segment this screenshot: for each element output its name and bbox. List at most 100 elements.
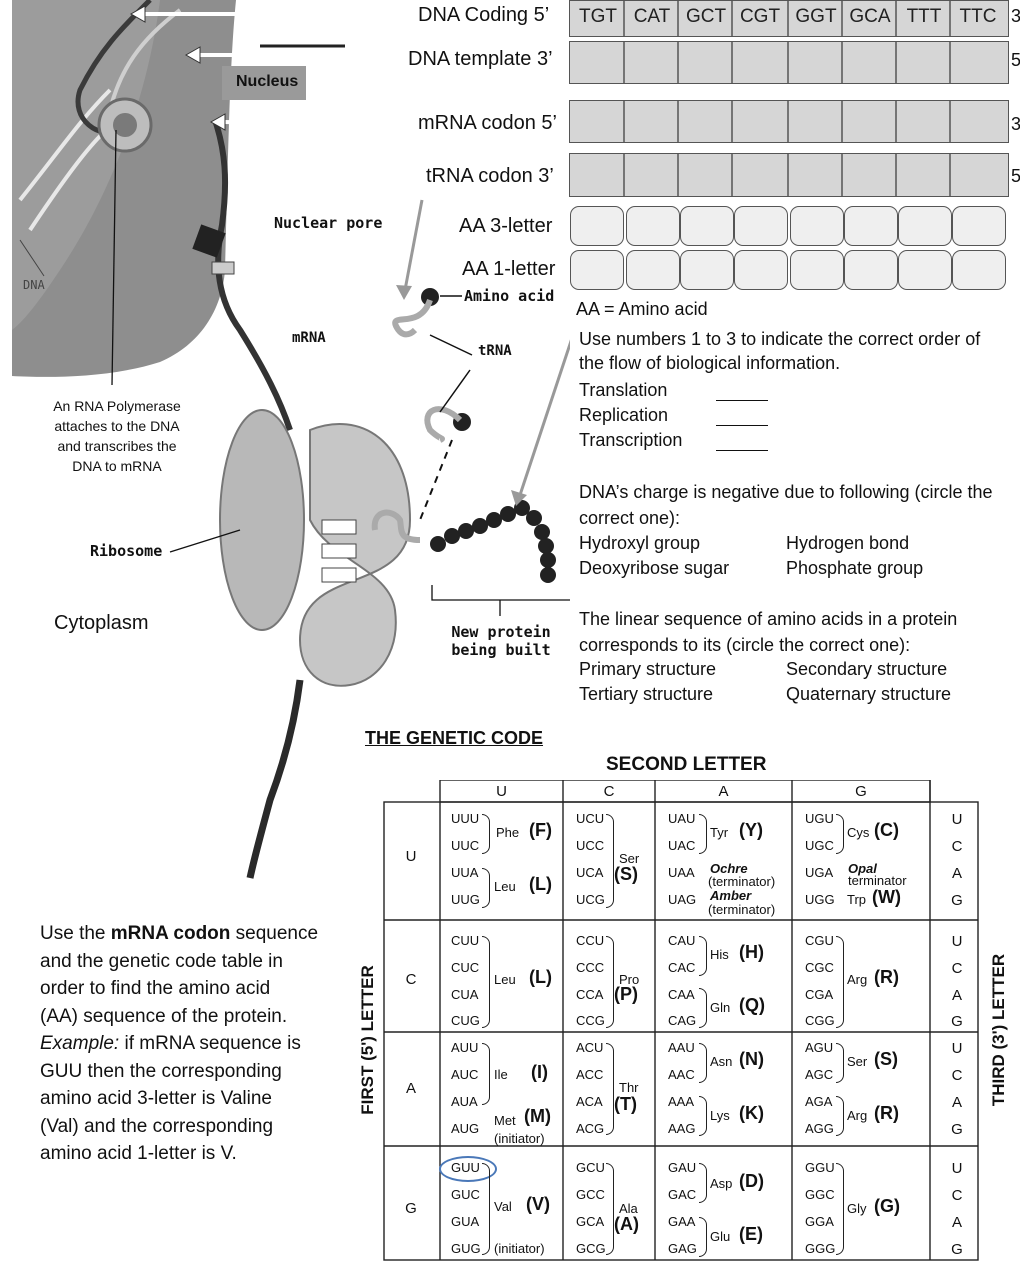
codon: GAC [668, 1187, 697, 1202]
q2-option[interactable]: Phosphate group [786, 558, 924, 578]
bracket [606, 1163, 614, 1255]
codon: GUU [451, 1160, 480, 1175]
q3-option[interactable]: Tertiary structure [579, 684, 714, 704]
bracket [482, 814, 490, 854]
bracket [836, 1096, 844, 1136]
codon: ACU [576, 1040, 604, 1055]
aa1-box[interactable] [680, 250, 734, 290]
aa3-box[interactable] [844, 206, 898, 246]
aa-name: Pro [619, 972, 640, 987]
q3-option[interactable]: Quaternary structure [786, 684, 952, 704]
codon: AAG [668, 1121, 696, 1136]
aa1-box[interactable] [790, 250, 844, 290]
aa-code: (L) [529, 874, 552, 894]
aa3-box[interactable] [680, 206, 734, 246]
bracket [482, 1163, 490, 1255]
codon: UCU [576, 811, 605, 826]
aa-name: Ser [619, 851, 640, 866]
aa-name: Phe [496, 825, 520, 840]
aa-name: Asp [710, 1176, 733, 1191]
mrna-codon-row[interactable] [569, 100, 1009, 143]
codon: CCG [576, 1013, 605, 1028]
nucleus-label: Nucleus [236, 73, 299, 90]
q3-option[interactable]: Secondary structure [786, 659, 948, 679]
aa3-box[interactable] [570, 206, 624, 246]
third-letter: A [951, 987, 962, 1004]
mrna-codon-end: 3 [1011, 114, 1020, 134]
answer-blank[interactable] [716, 425, 768, 426]
dna-template-end: 5 [1011, 50, 1020, 70]
q2-option[interactable]: Hydroxyl group [579, 533, 701, 553]
aa1-box[interactable] [844, 250, 898, 290]
q2-option[interactable]: Hydrogen bond [786, 533, 910, 553]
answer-row-dividers [623, 41, 951, 197]
dna-template-row[interactable] [569, 41, 1009, 84]
codon: GAG [668, 1241, 697, 1256]
q3-option[interactable]: Primary structure [579, 659, 717, 679]
aa3-box[interactable] [898, 206, 952, 246]
aa1-box[interactable] [734, 250, 788, 290]
codon: GCU [576, 1160, 605, 1175]
codon: CAU [668, 933, 696, 948]
stop-label: terminator [848, 873, 907, 888]
aa-code: (E) [739, 1224, 763, 1244]
col-header-a: A [718, 783, 729, 800]
aa3-box[interactable] [734, 206, 788, 246]
aa-code: (A) [614, 1214, 639, 1234]
aa-code: (W) [872, 887, 901, 907]
q1-prompt-line1: Use numbers 1 to 3 to indicate the corre… [579, 329, 981, 349]
third-letter: U [951, 1160, 963, 1177]
aa-code: (T) [614, 1094, 637, 1114]
aa3-box[interactable] [952, 206, 1006, 246]
third-letter: G [951, 1013, 963, 1030]
trna-codon-row[interactable] [569, 153, 1009, 197]
q2-prompt-line1: DNA’s charge is negative due to followin… [579, 482, 993, 502]
bracket [606, 814, 614, 908]
q2-option[interactable]: Deoxyribose sugar [579, 558, 730, 578]
codon: UCC [576, 838, 605, 853]
dna-label: DNA [23, 278, 45, 292]
codon: AGG [805, 1121, 834, 1136]
second-letter-heading: SECOND LETTER [606, 754, 767, 775]
codon: ACG [576, 1121, 605, 1136]
aa-code: (Y) [739, 820, 763, 840]
aa-code: (C) [874, 820, 899, 840]
codon: UUA [451, 865, 479, 880]
aa1-box[interactable] [626, 250, 680, 290]
aa-name: Asn [710, 1054, 733, 1069]
aa1-box[interactable] [570, 250, 624, 290]
stop-name: Amber [710, 888, 752, 903]
aa-name: Cys [847, 825, 870, 840]
aa-code: (M) [524, 1106, 551, 1126]
aa-name: Gln [710, 1000, 731, 1015]
dna-coding-row [569, 0, 1009, 37]
codon: GGG [805, 1241, 836, 1256]
codon: CGU [805, 933, 834, 948]
dna-codon: CAT [633, 6, 671, 27]
aa-name: Leu [494, 879, 516, 894]
stop-label: (terminator) [708, 874, 776, 889]
aa-name: Trp [847, 892, 867, 907]
aa3-box[interactable] [790, 206, 844, 246]
aa-code: (G) [874, 1196, 900, 1216]
aa1-box[interactable] [952, 250, 1006, 290]
bracket [482, 936, 490, 1028]
aa-code: (S) [614, 864, 638, 884]
aa-code: (D) [739, 1171, 764, 1191]
dna-coding-dividers [623, 0, 951, 37]
codon: AUA [451, 1094, 478, 1109]
col-header-u: U [496, 783, 507, 800]
aa3-box[interactable] [626, 206, 680, 246]
aa-name: Arg [847, 972, 868, 987]
third-letter: C [951, 1187, 963, 1204]
codon: UGC [805, 838, 834, 853]
new-protein-label: New protein being built [451, 623, 551, 659]
answer-blank[interactable] [716, 450, 768, 451]
aa1-box[interactable] [898, 250, 952, 290]
third-letter: G [951, 892, 963, 909]
amino-acid-label: Amino acid [464, 287, 555, 305]
answer-blank[interactable] [716, 400, 768, 401]
bracket [482, 868, 490, 908]
aa-code: (S) [874, 1049, 898, 1069]
dna-codon: TGT [579, 6, 617, 27]
